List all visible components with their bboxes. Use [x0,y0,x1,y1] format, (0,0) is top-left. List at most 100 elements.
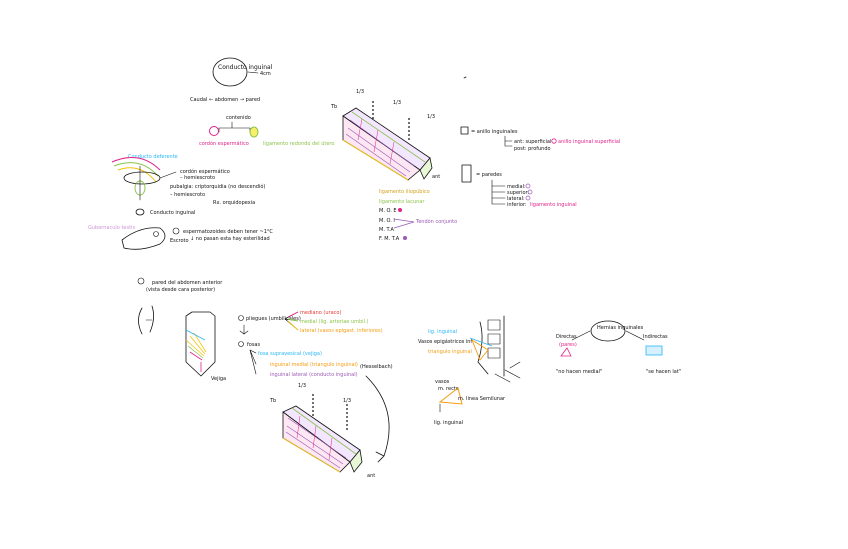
vejiga-yellow [185,332,207,357]
arrow-line [247,71,259,74]
hernias-label: Hernias inguinales [597,325,644,331]
m-oi: M. O. I [379,218,395,224]
contenido-group: contenido cordón espermático ligamento r… [199,115,334,147]
vasos-epig: Vasos epigástricos inf [418,338,472,345]
small-oval-icon [135,208,145,216]
anillo-note: anillo inguinal superficial [558,139,620,145]
pliegue-yellow [287,320,299,331]
female-content: ligamento redondo del útero [263,140,334,147]
prism-yellow-line [342,139,409,181]
prism-end-face [419,157,433,180]
contenido-bracket [218,121,251,133]
orquidopexia: Rx. orquidopexia [213,200,255,206]
testis-label-3: – hemiescroto [170,192,205,198]
pubalgia: pubalgia: criptorquidia (no descendió) [170,183,265,190]
escroto-dot [153,231,159,237]
indirectas-box [645,345,663,356]
pliegue-red [287,311,299,318]
m-oe-dot [398,208,402,212]
pared-medial: medial: [507,184,526,190]
testis-diagram: Conducto deferente cordón espermático – … [111,154,265,216]
top-ant: ant [432,174,440,180]
pliegue-green [287,318,299,322]
bottom-tb: Tb [269,398,276,404]
top-fraction-b: 1/3 [393,100,401,106]
paredes-label: = paredes [476,172,502,178]
pared-lateral: lateral: [507,196,525,202]
paredes-rect-icon [461,164,472,183]
circle-outline [212,57,248,87]
bottom-prism: 1/3 1/3 Tb ant [269,383,375,479]
long-arrow [365,375,390,463]
body-curve-left [138,307,143,335]
lig-lacunar: ligamento lacunar [379,199,425,205]
directas: Directas [556,334,577,340]
male-content: cordón espermático [199,140,249,147]
b-prism-end [349,449,363,473]
testis-vessel-pink [111,157,161,171]
pared-dot-2 [527,189,533,195]
paredes-group: = paredes medial: superior: lateral: inf… [461,164,577,208]
b-prism-purple [285,417,347,469]
lig-ing: lig. inguinal [428,329,457,335]
bottom-fraction-b: 1/3 [343,398,351,404]
espermato2: ↓ no pasan esta hay esterilidad [190,236,270,242]
m-oe: M. O. E [379,208,397,214]
recto-small: m. recto [438,386,459,392]
female-symbol-icon [249,126,259,138]
spine-curve [477,321,489,375]
espermato-icon [172,227,180,235]
testis-vessel-yellow [117,167,157,183]
top-prism: 1/3 1/3 1/3 Tb ant [330,89,440,181]
indirecta-note: "se hacen lat" [646,369,681,375]
fosas: fosas [247,342,260,348]
b-prism-yellow [282,437,341,473]
vejiga-outline [185,311,216,377]
b-prism-green [291,407,357,455]
escroto-shape [121,227,166,250]
f-mta: F. M. T.A [379,236,400,242]
directas-triangle [560,347,572,357]
caudal-line: Caudal ← abdomen → pared [190,97,260,103]
indirectas: Indirectas [643,334,668,340]
top-fraction-c: 1/3 [427,114,435,120]
conducto-deferente: Conducto deferente [128,154,178,160]
hesselbach: (Hesselbach) [360,364,393,370]
anillo-post: post: profundo [514,146,551,152]
f-mta-dot [403,236,407,240]
contenido-label: contenido [226,115,251,121]
spine-diagram: lig. inguinal Vasos epigástricos inf tri… [418,315,521,426]
gubernaculo-group: Gubernaculo testis espermatozoides deben… [88,225,273,250]
testis-pointer [159,171,177,179]
conducto-circle-group: Conducto inguinal 4cm Caudal ← abdomen →… [190,57,273,103]
pared-dot-1 [525,183,531,189]
top-fraction-a: 1/3 [356,89,364,95]
testis-label-2: – hemiescroto [180,175,215,181]
anillo-square-icon [460,126,469,135]
ing-medial: inguinal medial (triangulo inguinal) [270,362,358,368]
m-ta: M. T.A [379,227,395,233]
fosas-icon [238,341,244,347]
testis-vessel-green [113,162,159,177]
vejiga-cyan [185,329,206,341]
pares: (pares) [559,342,577,348]
gubernaculo: Gubernaculo testis [88,225,135,231]
down-arrow [239,324,249,335]
top-tb: Tb [330,104,337,110]
ing-lateral: inguinal lateral (conducto inguinal) [270,372,358,378]
b-prism-pink-ribs [296,415,333,461]
top-prism-legend: ligamento iliopúbico ligamento lacunar M… [379,188,457,242]
vejiga-green [187,345,204,359]
fosas-bracket [249,349,257,375]
anillo-bracket [504,135,513,147]
prism-green-line [351,111,426,163]
spine-triangle [471,338,489,361]
vasos-small: vasos [435,379,450,385]
vejiga-pink [189,351,203,361]
hernias-branches [571,330,645,341]
anillos-group: = anillo inguinales ant: superficial pos… [460,126,620,152]
body-curve-right [149,305,154,333]
testis-ring [123,171,161,185]
tendon-conjunto: Tendón conjunto [415,218,457,225]
